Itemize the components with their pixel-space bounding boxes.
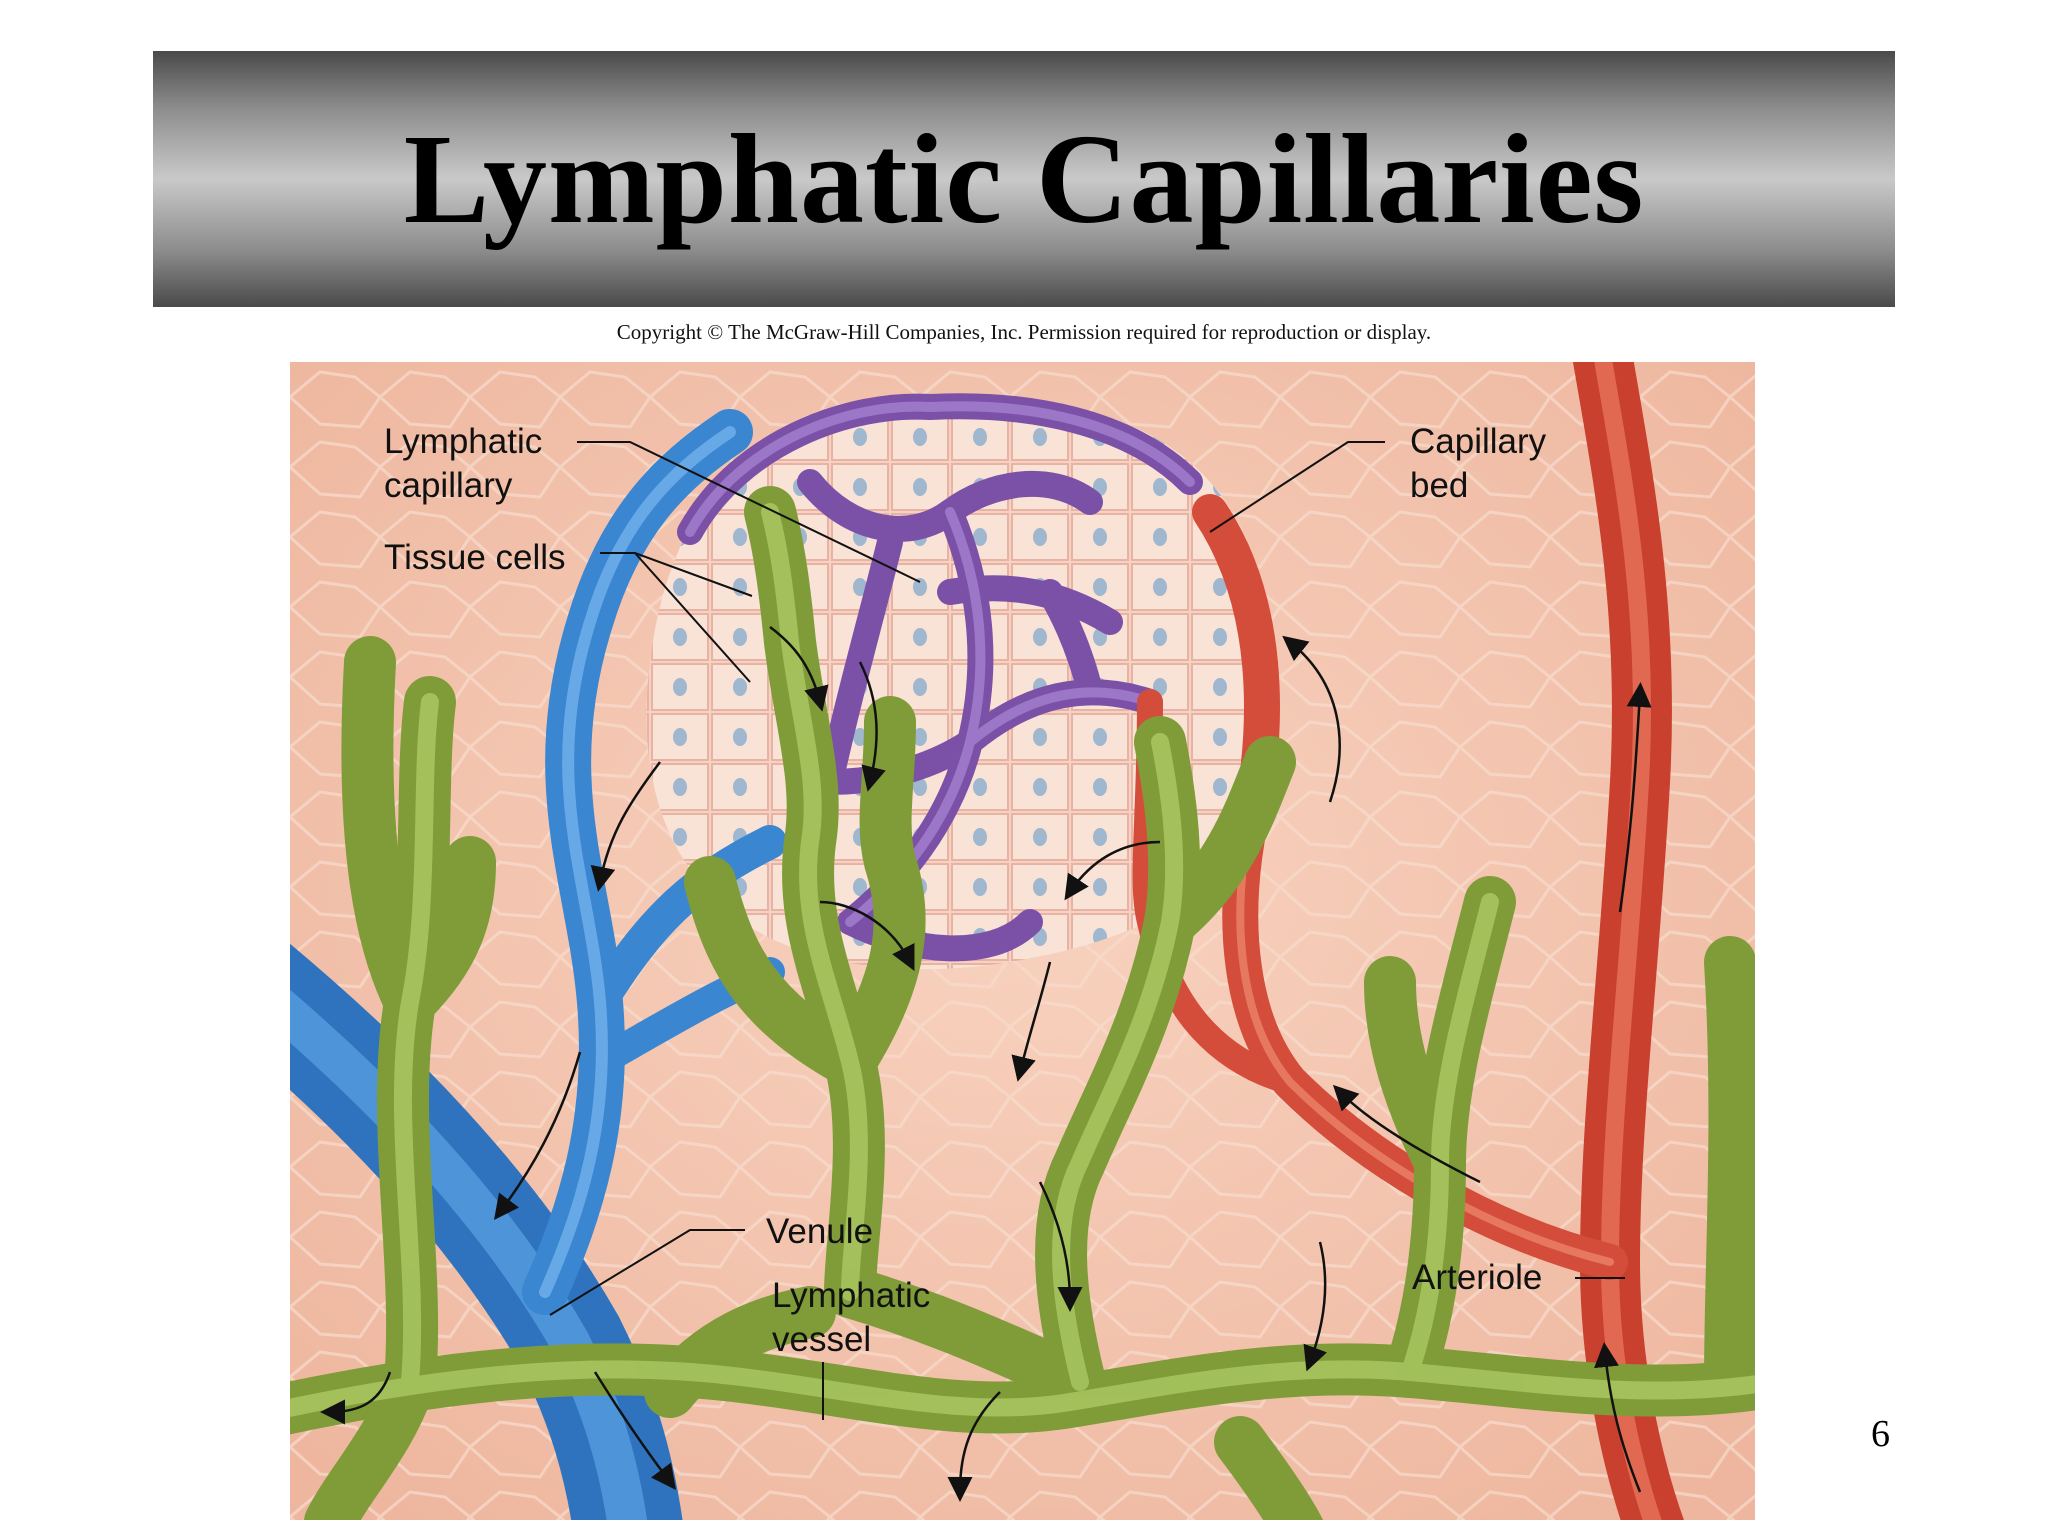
slide-number: 6 [1871, 1413, 1890, 1455]
label-text: Capillary bed [1410, 422, 1547, 505]
label-venule: Venule [766, 1210, 873, 1254]
flow-arrows [320, 626, 1652, 1502]
capillary-bed [677, 393, 1203, 962]
flow-arrow [1594, 1342, 1642, 1493]
label-text: Venule [766, 1212, 874, 1251]
lymphatic-network [290, 486, 1755, 1520]
flow-arrow [819, 900, 915, 971]
flow-arrow [947, 1391, 1001, 1502]
flow-arrow [1011, 961, 1052, 1082]
label-tissue-cells: Tissue cells [384, 536, 566, 580]
title-bar: Lymphatic Capillaries [153, 51, 1895, 307]
label-arteriole: Arteriole [1412, 1256, 1542, 1300]
label-lymphatic-capillary: Lymphatic capillary [384, 420, 542, 508]
label-lymphatic-vessel: Lymphatic vessel [772, 1274, 930, 1362]
flow-arrow [858, 661, 886, 792]
flow-arrow [1303, 1241, 1327, 1372]
leader-line-tissue-cells [634, 552, 751, 683]
leader-line-capillary-bed [1209, 441, 1385, 533]
flow-arrow [1618, 682, 1652, 913]
label-capillary-bed: Capillary bed [1410, 420, 1546, 508]
copyright-notice: Copyright © The McGraw-Hill Companies, I… [616, 320, 1432, 344]
flow-arrow [1332, 1084, 1481, 1184]
label-text: Tissue cells [384, 538, 566, 577]
flow-arrow [590, 761, 662, 892]
flow-arrow [320, 1371, 392, 1425]
flow-arrow [1038, 1181, 1083, 1312]
lymphatic-capillaries-illustration: Lymphatic capillary Tissue cells Capilla… [290, 362, 1755, 1520]
flow-arrow [769, 626, 829, 712]
slide-title: Lymphatic Capillaries [403, 108, 1645, 250]
label-text: Lymphatic vessel [772, 1276, 931, 1359]
flow-arrow [1282, 635, 1341, 803]
leader-line-venule [549, 1229, 745, 1316]
flow-arrow [494, 1051, 582, 1221]
flow-arrow [1064, 840, 1161, 901]
flow-arrow [593, 1371, 676, 1491]
label-text: Lymphatic capillary [384, 422, 543, 505]
label-text: Arteriole [1412, 1258, 1543, 1297]
leader-lines [549, 441, 1625, 1420]
leader-line-lymphatic-capillary [577, 441, 921, 583]
